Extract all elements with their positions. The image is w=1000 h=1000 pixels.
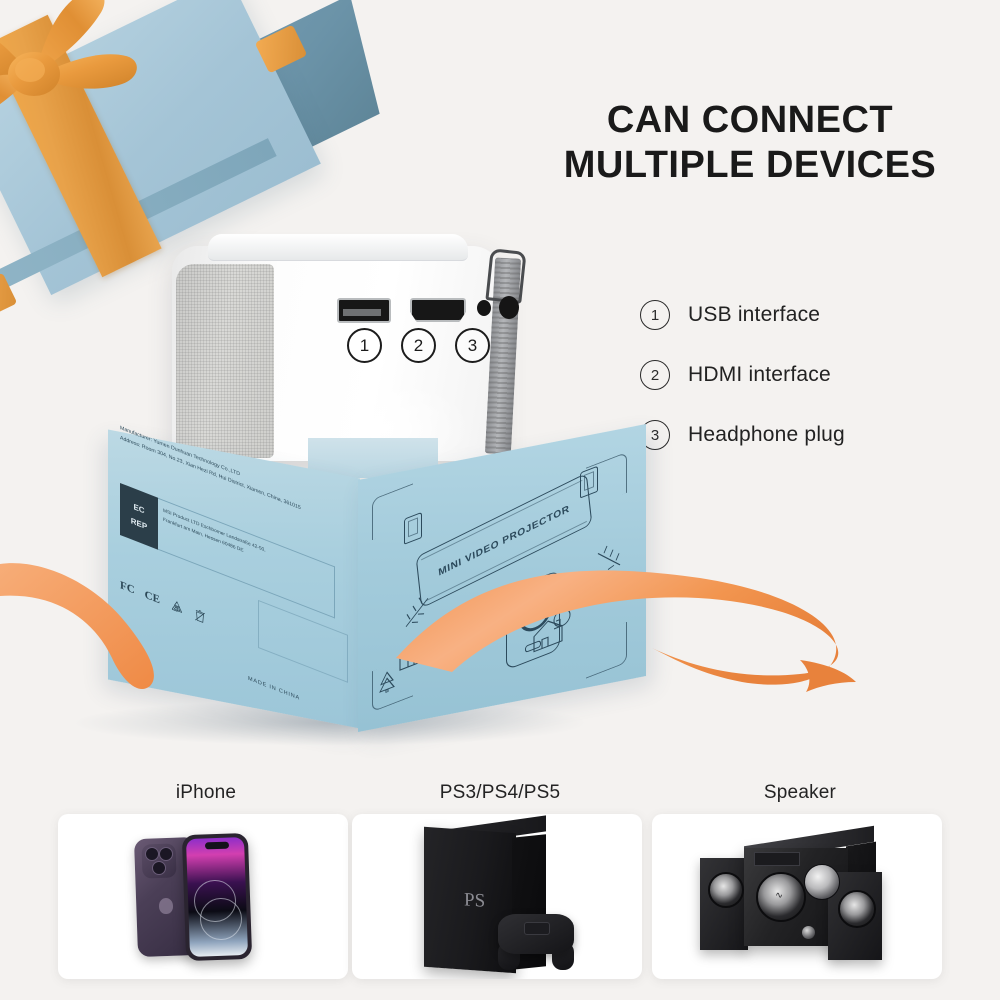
volume-knob: [804, 864, 840, 900]
legend-item-headphone: 3 Headphone plug: [640, 420, 970, 450]
iphone-lens-3: [152, 861, 166, 875]
device-label-playstation: PS3/PS4/PS5: [439, 782, 561, 803]
legend-item-usb: 1 USB interface: [640, 300, 970, 330]
iphone-lens-2: [159, 847, 173, 861]
page-title-line-1: CAN CONNECT: [606, 99, 894, 141]
package-left-face: Manufacturer: Yumen Dunhuan Technology C…: [108, 425, 360, 729]
device-tile-iphone[interactable]: iPhone: [58, 782, 354, 979]
pine-branch-illustration-2: [597, 545, 621, 571]
recycle-mark-icon: [171, 601, 182, 613]
legend-number-icon-1: 1: [640, 300, 670, 330]
certification-marks: FC CE: [120, 578, 345, 679]
device-image-iphone: [58, 814, 348, 979]
device-image-playstation: PS: [352, 814, 642, 979]
apple-logo-icon: [158, 897, 174, 915]
device-image-speaker: ∿: [652, 814, 942, 979]
legend-item-hdmi: 2 HDMI interface: [640, 360, 970, 390]
gift-box-lid: [0, 0, 380, 390]
speaker-control-panel: [754, 852, 800, 866]
legend-label-hdmi: HDMI interface: [688, 363, 831, 386]
compatible-devices-row: iPhone PS3/PS4/PS5 PS: [0, 782, 1000, 1000]
ribbon-notch: [800, 660, 856, 692]
legend-number-icon-2: 2: [640, 360, 670, 390]
callout-number-1: 1: [347, 328, 382, 363]
speaker-cone-right: [838, 890, 876, 928]
callout-number-3: 3: [455, 328, 490, 363]
ir-sensor-icon: [477, 300, 491, 316]
device-tile-playstation[interactable]: PS3/PS4/PS5 PS: [352, 782, 648, 979]
device-label-iphone: iPhone: [175, 782, 237, 803]
tree-illustration: [379, 671, 395, 694]
callout-number-2: 2: [401, 328, 436, 363]
pine-branch-illustration: [405, 597, 429, 628]
product-package-box: Manufacturer: Yumen Dunhuan Technology C…: [108, 424, 648, 732]
speaker-cone-left: [708, 872, 744, 908]
speaker-waveform-icon: ∿: [775, 890, 783, 900]
dualshock-controller: [498, 914, 574, 954]
speaker-cone-center: [756, 872, 806, 922]
iphone-dynamic-island: [204, 841, 230, 850]
ribbon-right-sweep: [396, 570, 839, 685]
legend-label-usb: USB interface: [688, 303, 821, 326]
hdmi-port: [410, 298, 466, 322]
usb-port: [337, 298, 391, 323]
legend-label-headphone: Headphone plug: [688, 423, 845, 446]
port-legend: 1 USB interface 2 HDMI interface 3 Headp…: [640, 300, 970, 480]
headphone-jack: [499, 296, 519, 319]
orange-ribbon: [0, 563, 856, 692]
device-label-speaker: Speaker: [763, 782, 837, 803]
rep-label: REP: [130, 516, 148, 532]
gift-bow-icon: [0, 0, 137, 105]
speaker-small-knob: [802, 926, 815, 939]
device-tile-speaker[interactable]: Speaker ∿: [652, 782, 948, 979]
page-title-line-2: MULTIPLE DEVICES: [563, 143, 937, 186]
iphone-lens-1: [145, 847, 159, 861]
playstation-logo-icon: PS: [464, 889, 486, 912]
projector-top-panel: [208, 234, 468, 261]
projector-fabric-grille: [176, 264, 274, 458]
weee-bin-icon: [195, 610, 205, 623]
ribbon-left-tail: [0, 563, 154, 690]
page-title: CAN CONNECT MULTIPLE DEVICES: [520, 98, 980, 188]
mini-video-projector: 1 2 3: [172, 228, 527, 466]
